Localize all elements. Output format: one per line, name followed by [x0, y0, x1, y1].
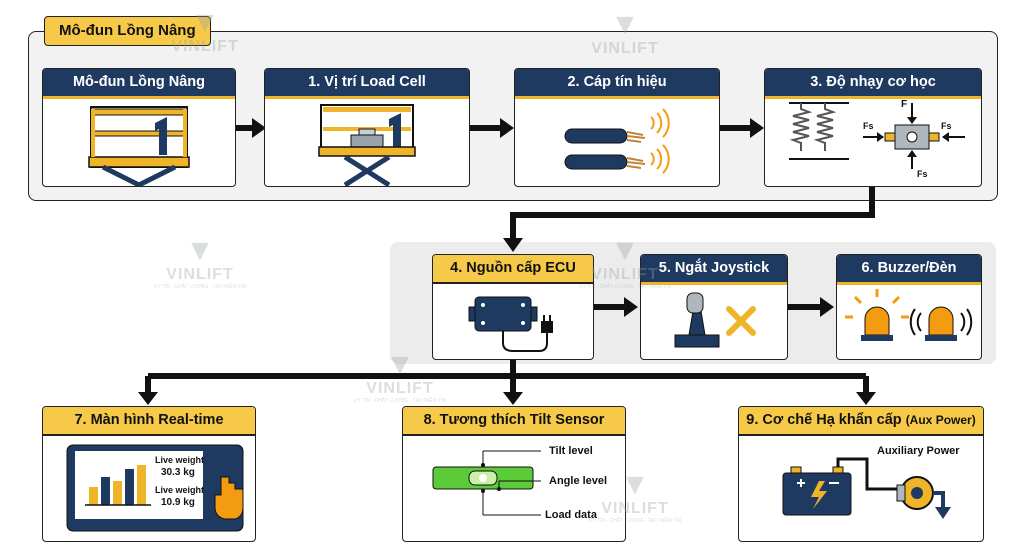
- arrow-c3-c4: [510, 186, 875, 240]
- card-signal-cable: 2. Cáp tín hiệu: [514, 68, 720, 187]
- card-title: 9. Cơ chế Hạ khẩn cấp (Aux Power): [739, 407, 983, 436]
- lift-cage-module-group-label: Mô-đun Lồng Nâng: [44, 16, 211, 46]
- card-title-main: 9. Cơ chế Hạ khẩn cấp: [746, 412, 902, 428]
- tilt-level-label: Tilt level: [549, 445, 593, 457]
- card-mechanical-sensitivity: 3. Độ nhạy cơ học F Fs Fs Fs: [764, 68, 982, 187]
- card-realtime-display: 7. Màn hình Real-time Live weight 30.3 k…: [42, 406, 256, 542]
- card-lift-cage-module: Mô-đun Lồng Nâng: [42, 68, 236, 187]
- force-label-left: Fs: [863, 121, 874, 131]
- aux-power-label: Auxiliary Power: [877, 445, 960, 457]
- force-label-top: F: [901, 99, 908, 110]
- load-cell-platform-illustration: [318, 104, 416, 186]
- live-weight-label-2: Live weight: [155, 485, 205, 495]
- card-buzzer-lamp: 6. Buzzer/Đèn: [836, 254, 982, 360]
- ecu-box-illustration: [468, 296, 553, 352]
- live-weight-value-1: 30.3 kg: [161, 467, 195, 478]
- card-title: 4. Nguồn cấp ECU: [433, 255, 593, 284]
- bar-3: [113, 481, 122, 505]
- card-title: 7. Màn hình Real-time: [43, 407, 255, 436]
- card-title: 3. Độ nhạy cơ học: [765, 69, 981, 99]
- force-label-right: Fs: [941, 121, 952, 131]
- force-label-bottom: Fs: [917, 169, 928, 179]
- card-ecu-power: 4. Nguồn cấp ECU: [432, 254, 594, 360]
- bar-4: [125, 469, 134, 505]
- card-title: 1. Vị trí Load Cell: [265, 69, 469, 99]
- card-title: Mô-đun Lồng Nâng: [43, 69, 235, 99]
- bar-2: [101, 477, 110, 505]
- card-title: 2. Cáp tín hiệu: [515, 69, 719, 99]
- card-emergency-lowering: 9. Cơ chế Hạ khẩn cấp (Aux Power) Auxili…: [738, 406, 984, 542]
- monitor-illustration: [66, 444, 244, 532]
- spring-force-illustration: [789, 102, 965, 169]
- angle-level-label: Angle level: [549, 475, 608, 487]
- bar-1: [89, 487, 98, 505]
- card-title: 6. Buzzer/Đèn: [837, 255, 981, 285]
- live-weight-value-2: 10.9 kg: [161, 497, 195, 508]
- live-weight-label-1: Live weight: [155, 455, 205, 465]
- arrow-c4-branch: [145, 358, 869, 396]
- joystick-illustration: [674, 292, 756, 348]
- signal-cable-illustration: [564, 108, 670, 174]
- warning-lamp-illustration: [845, 289, 973, 341]
- card-load-cell-position: 1. Vị trí Load Cell: [264, 68, 470, 187]
- lift-cage-illustration: [88, 106, 190, 186]
- card-tilt-sensor: 8. Tương thích Tilt Sensor Tilt level An…: [402, 406, 626, 542]
- card-joystick-cutoff: 5. Ngắt Joystick: [640, 254, 788, 360]
- bar-5: [137, 465, 146, 505]
- battery-pump-illustration: [782, 457, 951, 519]
- card-title: 8. Tương thích Tilt Sensor: [403, 407, 625, 436]
- card-title-suffix: (Aux Power): [905, 413, 976, 427]
- spirit-level-illustration: [432, 450, 541, 516]
- card-title: 5. Ngắt Joystick: [641, 255, 787, 285]
- load-data-label: Load data: [545, 509, 597, 521]
